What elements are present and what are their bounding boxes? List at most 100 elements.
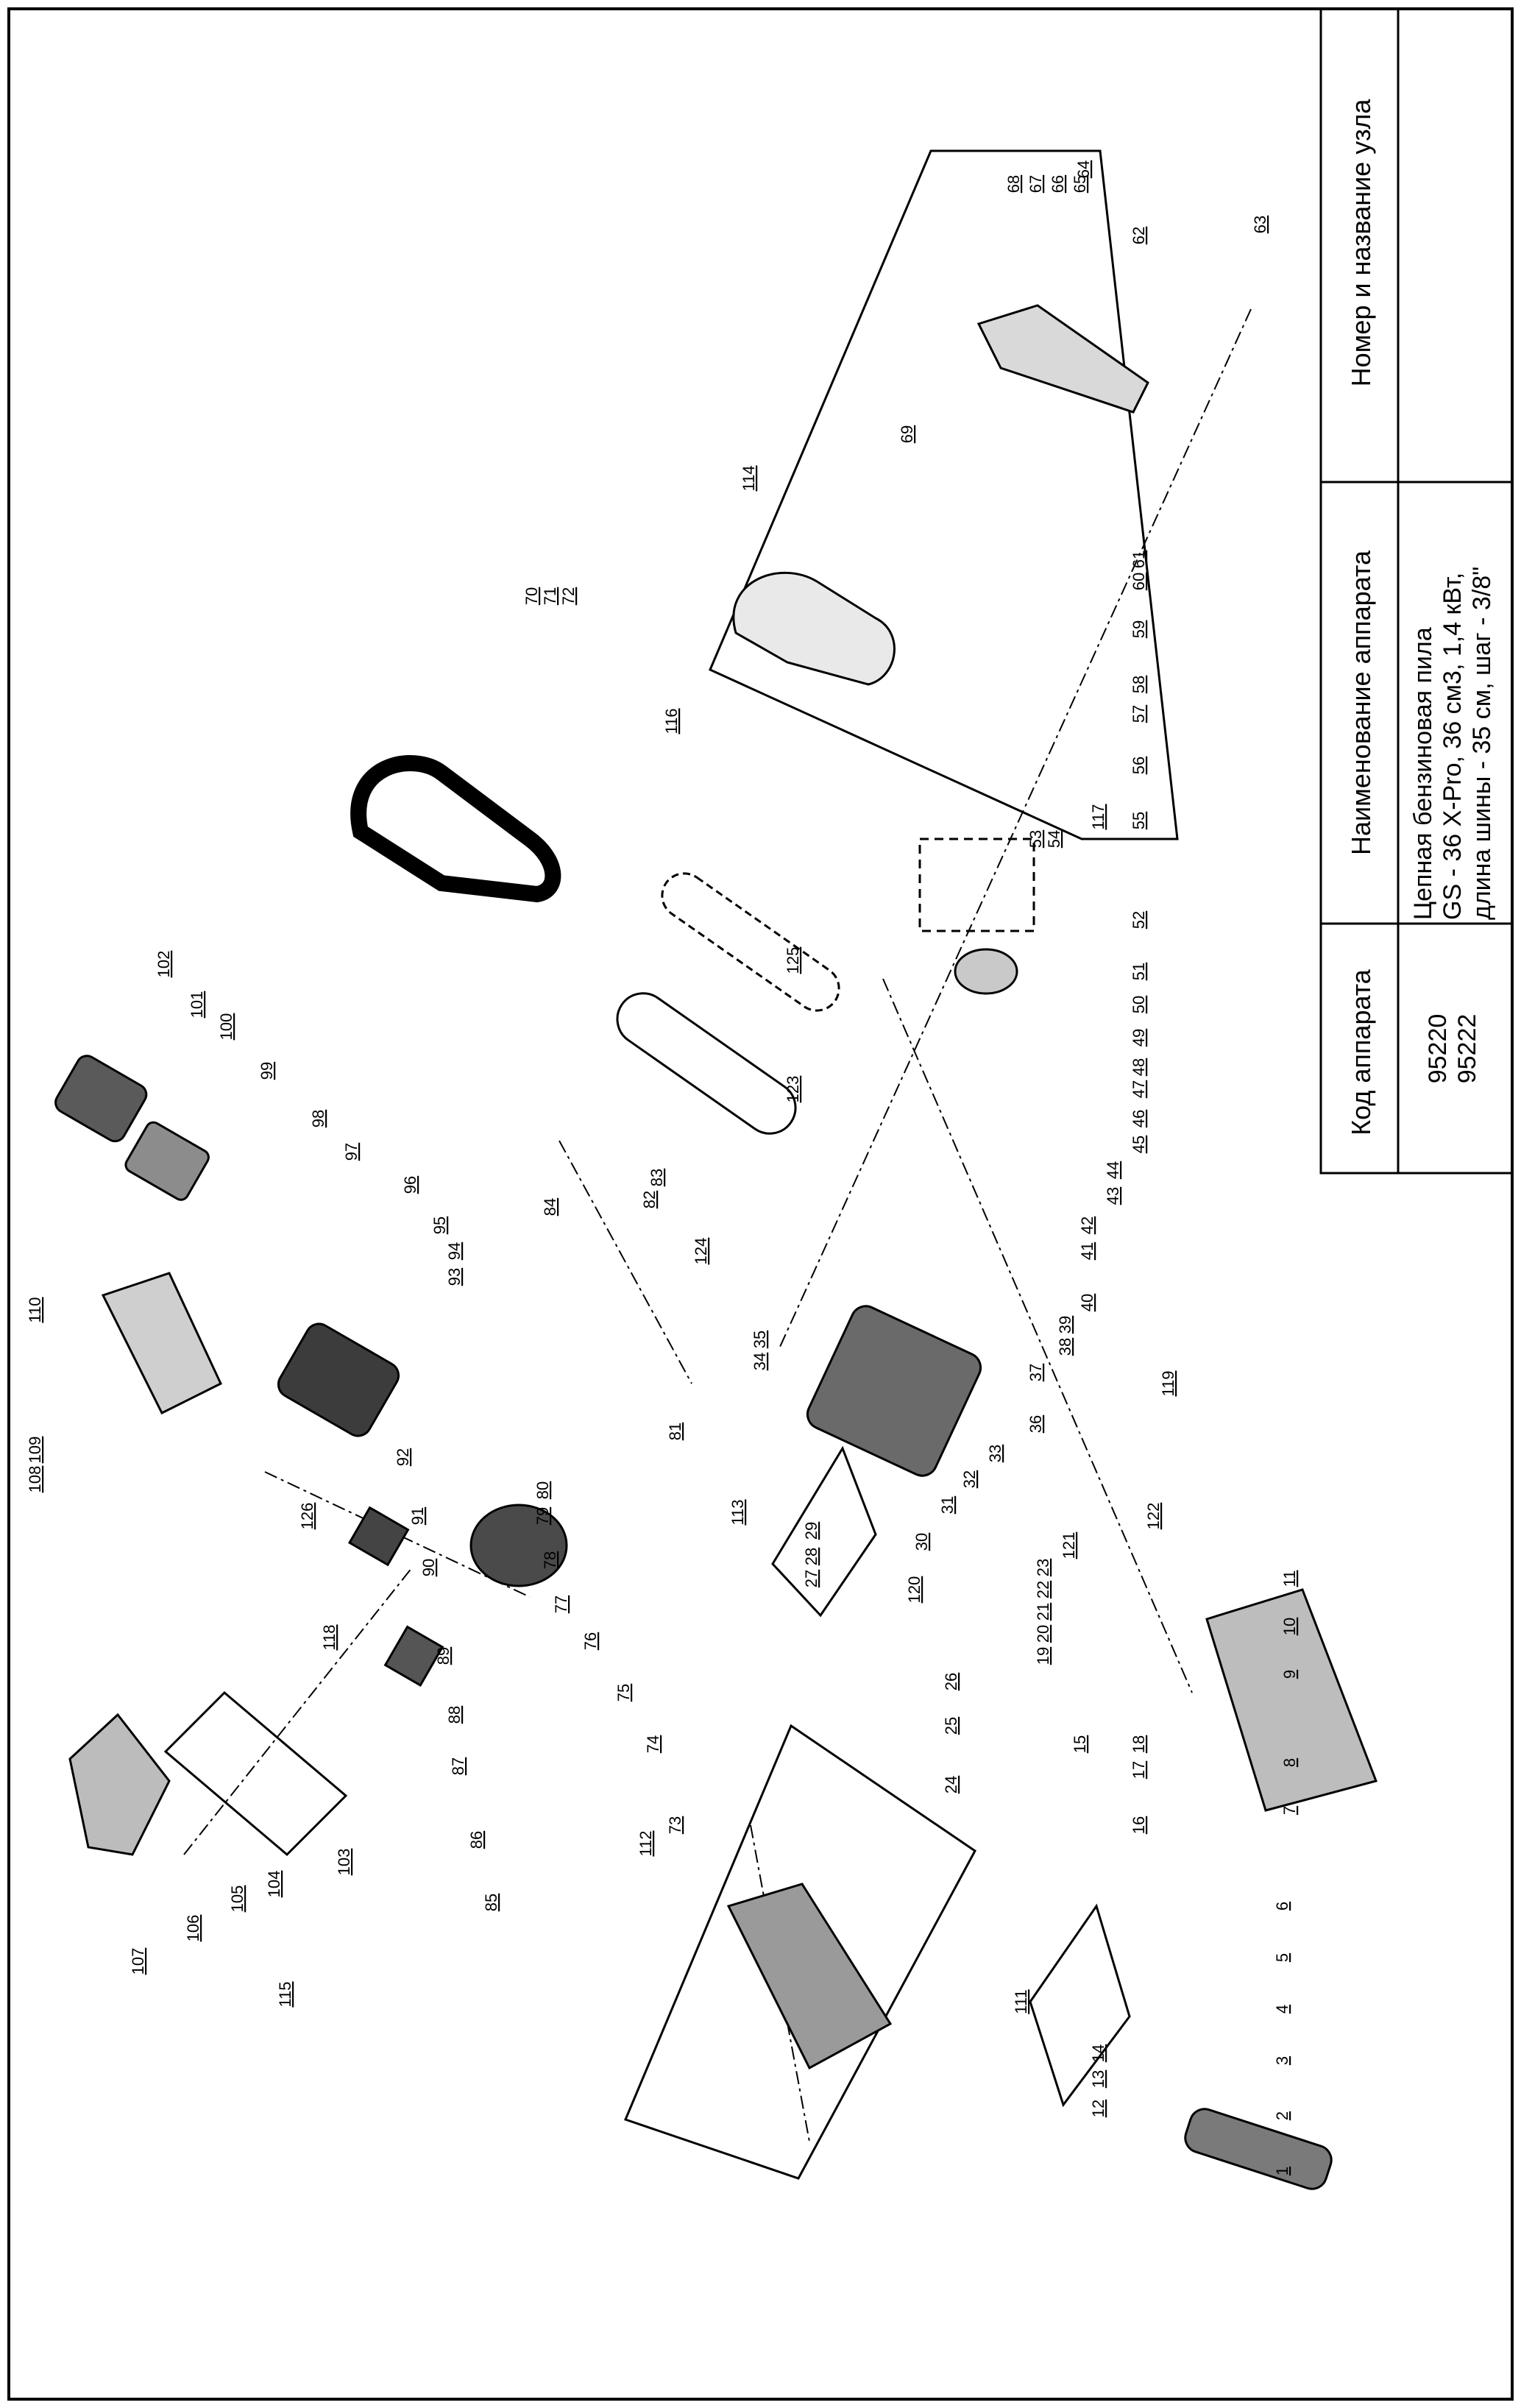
callout-27: 27 xyxy=(802,1570,820,1587)
callout-86: 86 xyxy=(467,1831,486,1849)
callout-125: 125 xyxy=(784,947,802,974)
carburetor-part xyxy=(383,1625,444,1688)
callout-94: 94 xyxy=(445,1242,464,1260)
callout-39: 39 xyxy=(1056,1316,1074,1334)
clutch-drum-part xyxy=(954,948,1018,995)
callout-61: 61 xyxy=(1130,550,1148,568)
callout-115: 115 xyxy=(276,1981,294,2007)
callout-80: 80 xyxy=(533,1481,552,1499)
engine-shroud-part xyxy=(101,1272,222,1415)
callout-13: 13 xyxy=(1089,2070,1107,2088)
callout-95: 95 xyxy=(430,1217,449,1234)
saw-chain-part xyxy=(661,872,840,1012)
callout-65: 65 xyxy=(1071,175,1089,193)
air-filter-cover-part xyxy=(124,1121,210,1201)
group-114-outline xyxy=(709,149,1179,840)
callout-79: 79 xyxy=(533,1507,552,1525)
callout-102: 102 xyxy=(155,951,173,978)
crankcase-part xyxy=(806,1305,982,1477)
callout-74: 74 xyxy=(644,1735,662,1753)
callout-labels: 1234567891011121314151617181920212223242… xyxy=(26,160,1299,2175)
callout-19: 19 xyxy=(1034,1647,1052,1665)
callout-41: 41 xyxy=(1078,1242,1096,1260)
callout-89: 89 xyxy=(434,1647,453,1665)
callout-42: 42 xyxy=(1078,1217,1096,1234)
callout-11: 11 xyxy=(1280,1570,1299,1587)
callout-76: 76 xyxy=(581,1632,600,1650)
group-outlines xyxy=(163,149,1179,2180)
code-2: 95222 xyxy=(1453,1014,1481,1084)
callout-97: 97 xyxy=(342,1143,361,1161)
callout-62: 62 xyxy=(1130,227,1148,244)
parts-illustration xyxy=(54,304,1378,2190)
callout-93: 93 xyxy=(445,1268,464,1286)
header-name: Наименование аппарата xyxy=(1346,550,1376,855)
callout-108: 108 xyxy=(26,1466,44,1493)
title-block: Код аппарата Наименование аппарата Номер… xyxy=(1319,7,1514,1175)
callout-22: 22 xyxy=(1034,1581,1052,1598)
name-line-3: длина шины - 35 см, шаг - 3/8" xyxy=(1468,567,1496,920)
callout-48: 48 xyxy=(1130,1058,1148,1076)
callout-64: 64 xyxy=(1074,160,1093,178)
callout-106: 106 xyxy=(184,1915,202,1942)
callout-110: 110 xyxy=(26,1297,44,1322)
callout-8: 8 xyxy=(1280,1758,1299,1767)
callout-73: 73 xyxy=(666,1816,684,1834)
top-cover-part xyxy=(976,304,1149,414)
callout-14: 14 xyxy=(1089,2044,1107,2062)
ignition-coil-part xyxy=(347,1506,410,1567)
header-node: Номер и название узла xyxy=(1346,99,1376,387)
callout-96: 96 xyxy=(401,1176,419,1194)
callout-105: 105 xyxy=(228,1885,247,1913)
callout-57: 57 xyxy=(1130,705,1148,723)
group-115-outline xyxy=(163,1690,348,1857)
callout-20: 20 xyxy=(1034,1625,1052,1643)
code-1: 95220 xyxy=(1424,1014,1452,1084)
group-111-outline xyxy=(1029,1903,1131,2108)
group-113-outline xyxy=(771,1445,877,1618)
callout-68: 68 xyxy=(1004,175,1023,193)
callout-100: 100 xyxy=(217,1013,235,1041)
callout-30: 30 xyxy=(912,1533,931,1551)
callout-126: 126 xyxy=(298,1503,316,1530)
rear-handle-part xyxy=(732,571,896,686)
callout-52: 52 xyxy=(1130,911,1148,929)
flywheel-part xyxy=(469,1504,568,1587)
header-code: Код аппарата xyxy=(1346,968,1376,1136)
guide-bar-part xyxy=(616,992,797,1135)
callout-46: 46 xyxy=(1130,1110,1148,1127)
callout-40: 40 xyxy=(1078,1294,1096,1311)
callout-104: 104 xyxy=(265,1871,283,1898)
name-line-2: GS - 36 X-Pro, 36 см3, 1,4 кВт, xyxy=(1439,573,1467,920)
callout-47: 47 xyxy=(1130,1080,1148,1098)
callout-12: 12 xyxy=(1089,2100,1107,2117)
callout-43: 43 xyxy=(1104,1187,1122,1205)
callout-33: 33 xyxy=(986,1445,1004,1462)
callout-7: 7 xyxy=(1280,1806,1299,1815)
callout-84: 84 xyxy=(541,1198,559,1216)
group-52-dashed xyxy=(918,838,1035,932)
callout-90: 90 xyxy=(419,1559,438,1576)
callout-15: 15 xyxy=(1071,1735,1089,1753)
callout-116: 116 xyxy=(662,708,681,734)
callout-101: 101 xyxy=(188,991,206,1019)
callout-2: 2 xyxy=(1273,2111,1291,2120)
callout-36: 36 xyxy=(1027,1415,1045,1433)
callout-17: 17 xyxy=(1130,1761,1148,1779)
callout-120: 120 xyxy=(905,1576,923,1604)
cylinder-part xyxy=(277,1322,400,1437)
callout-56: 56 xyxy=(1130,757,1148,774)
callout-3: 3 xyxy=(1273,2056,1291,2065)
callout-53: 53 xyxy=(1027,830,1045,848)
callout-16: 16 xyxy=(1130,1816,1148,1834)
callout-38: 38 xyxy=(1056,1338,1074,1356)
callout-37: 37 xyxy=(1027,1364,1045,1381)
callout-109: 109 xyxy=(26,1437,44,1464)
callout-5: 5 xyxy=(1273,1953,1291,1962)
callout-50: 50 xyxy=(1130,996,1148,1013)
callout-123: 123 xyxy=(784,1076,802,1103)
starter-housing-part xyxy=(726,1883,893,2070)
sheet-frame xyxy=(7,7,1514,2401)
callout-21: 21 xyxy=(1034,1603,1052,1621)
